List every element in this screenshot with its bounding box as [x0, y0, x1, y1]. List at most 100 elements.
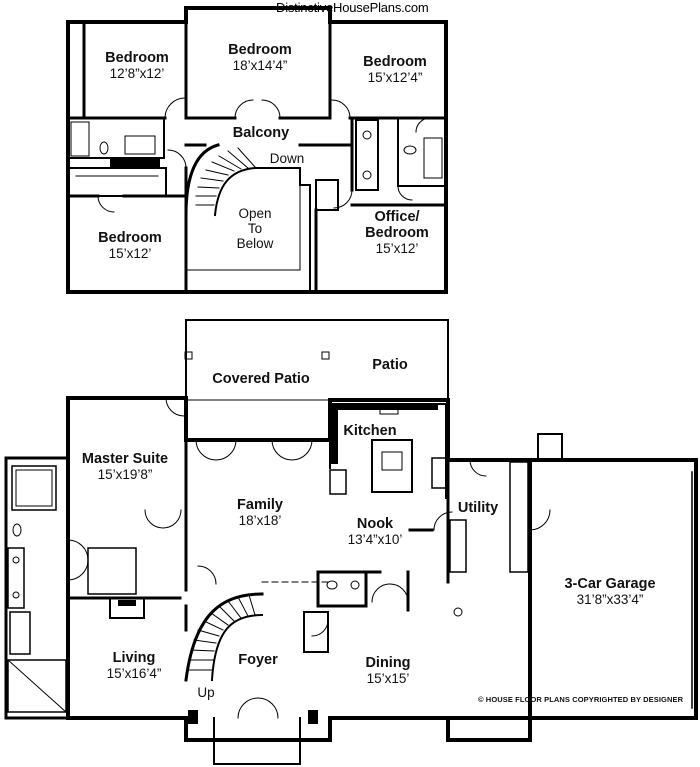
entry-column — [308, 710, 318, 724]
kitchen-sink — [379, 405, 399, 415]
room-dimension: 12’8”x12’ — [109, 66, 165, 82]
lower-stair-outer — [184, 592, 264, 682]
kitchen-counter-fill — [338, 404, 438, 410]
room-dimension: 15’x12’ — [108, 246, 152, 262]
room-dimension: 13’4”x10’ — [347, 532, 403, 548]
room-name: Bedroom — [365, 225, 429, 242]
upper-stair-outer — [184, 143, 220, 217]
room-name: Bedroom — [363, 54, 427, 70]
room-utility: Utility — [450, 500, 506, 516]
lower-outer-walls — [66, 396, 532, 742]
room-office-bedroom: Office/ Bedroom 15’x12’ — [352, 209, 442, 257]
upper-stair-treads — [195, 147, 256, 206]
upper-bath-nw-tub — [70, 121, 90, 157]
room-name: 3-Car Garage — [564, 576, 656, 592]
room-name: Family — [237, 497, 283, 513]
upper-toilet — [99, 141, 109, 155]
room-name: Kitchen — [343, 423, 397, 439]
master-closet-in — [87, 547, 137, 595]
open-line-2: To — [247, 221, 263, 237]
upper-sink — [362, 170, 372, 180]
open-to-below-inner — [185, 184, 301, 271]
powder-sink — [350, 580, 360, 590]
upper-closet-e — [315, 179, 339, 211]
kitchen-cooktop — [381, 451, 403, 471]
powder-toilet — [326, 580, 338, 590]
fireplace — [109, 597, 145, 619]
lower-door-swings — [67, 397, 551, 719]
stair-direction: Up — [197, 685, 215, 700]
upper-vanity — [124, 135, 156, 155]
room-dimension: 15’x16’4” — [106, 666, 162, 682]
upper-door-swings — [97, 97, 431, 213]
master-sink — [12, 556, 20, 564]
master-vanity — [7, 547, 25, 609]
open-to-below: Open To Below — [222, 206, 288, 251]
upper-floor — [66, 6, 448, 294]
kitchen-counter-fill — [330, 404, 338, 464]
room-dimension: 15’x12’4” — [367, 70, 423, 86]
room-name: Bedroom — [105, 50, 169, 66]
coat-closet — [303, 611, 329, 653]
room-bedroom-n: Bedroom 18’x14’4” — [210, 42, 310, 73]
room-bedroom-nw: Bedroom 12’8”x12’ — [92, 50, 182, 81]
master-tub — [11, 465, 57, 511]
room-name: Covered Patio — [212, 371, 310, 387]
room-dimension: 15’x15’ — [366, 671, 410, 687]
utility-cabinet — [509, 461, 529, 573]
lower-stair-treads — [187, 594, 256, 671]
room-name: Master Suite — [81, 451, 169, 467]
upper-vanity-e — [355, 119, 379, 191]
upper-closet — [67, 167, 167, 197]
room-name: Nook — [356, 516, 394, 532]
room-family: Family 18’x18’ — [220, 497, 300, 528]
refrigerator — [431, 457, 447, 489]
room-living: Living 15’x16’4” — [84, 650, 184, 681]
open-line-1: Open — [238, 206, 272, 221]
room-patio: Patio — [360, 357, 420, 373]
copyright-notice: © HOUSE FLOOR PLANS COPYRIGHTED BY DESIG… — [478, 695, 684, 704]
room-bedroom-sw: Bedroom 15’x12’ — [85, 230, 175, 261]
utility-counter — [449, 519, 467, 573]
stair-down-label: Down — [262, 151, 312, 166]
kitchen-counter — [329, 403, 447, 499]
garage-entry — [537, 433, 563, 461]
room-covered-patio: Covered Patio — [196, 371, 326, 387]
master-tub-inner — [15, 469, 53, 507]
entry-column — [188, 710, 198, 724]
room-name: Balcony — [232, 125, 290, 141]
pantry — [329, 469, 347, 495]
room-name: Living — [112, 650, 156, 666]
stair-direction: Down — [269, 151, 305, 166]
room-nook: Nook 13’4”x10’ — [335, 516, 415, 547]
master-toilet — [12, 523, 22, 537]
master-bath-walls — [4, 456, 70, 720]
upper-sink — [362, 130, 372, 140]
master-closet-diag — [7, 659, 67, 713]
front-porch — [213, 717, 301, 765]
room-foyer: Foyer — [228, 652, 288, 668]
room-name: Bedroom — [98, 230, 162, 246]
room-dimension: 31’8”x33’4” — [576, 592, 644, 608]
watermark-text: DistinctiveHousePlans.com — [276, 0, 429, 15]
open-line-3: Below — [236, 236, 274, 252]
room-3-car-garage: 3-Car Garage 31’8”x33’4” — [555, 576, 665, 607]
room-kitchen: Kitchen — [340, 423, 400, 439]
room-master-suite: Master Suite 15’x19’8” — [70, 451, 180, 482]
garage-column — [453, 607, 463, 617]
master-closet — [7, 659, 67, 713]
room-name: Bedroom — [228, 42, 292, 58]
upper-toilet-ne — [403, 145, 417, 155]
upper-fill — [110, 158, 160, 168]
stair-up-label: Up — [192, 685, 220, 700]
master-shower — [9, 611, 31, 655]
room-dimension: 15’x12’ — [375, 241, 419, 257]
covered-patio-outline — [185, 319, 449, 441]
room-dimension: 15’x19’8” — [97, 467, 153, 483]
patio-post — [184, 351, 193, 360]
kitchen-island — [371, 439, 413, 493]
room-dining: Dining 15’x15’ — [348, 655, 428, 686]
fireplace-box — [118, 600, 136, 606]
